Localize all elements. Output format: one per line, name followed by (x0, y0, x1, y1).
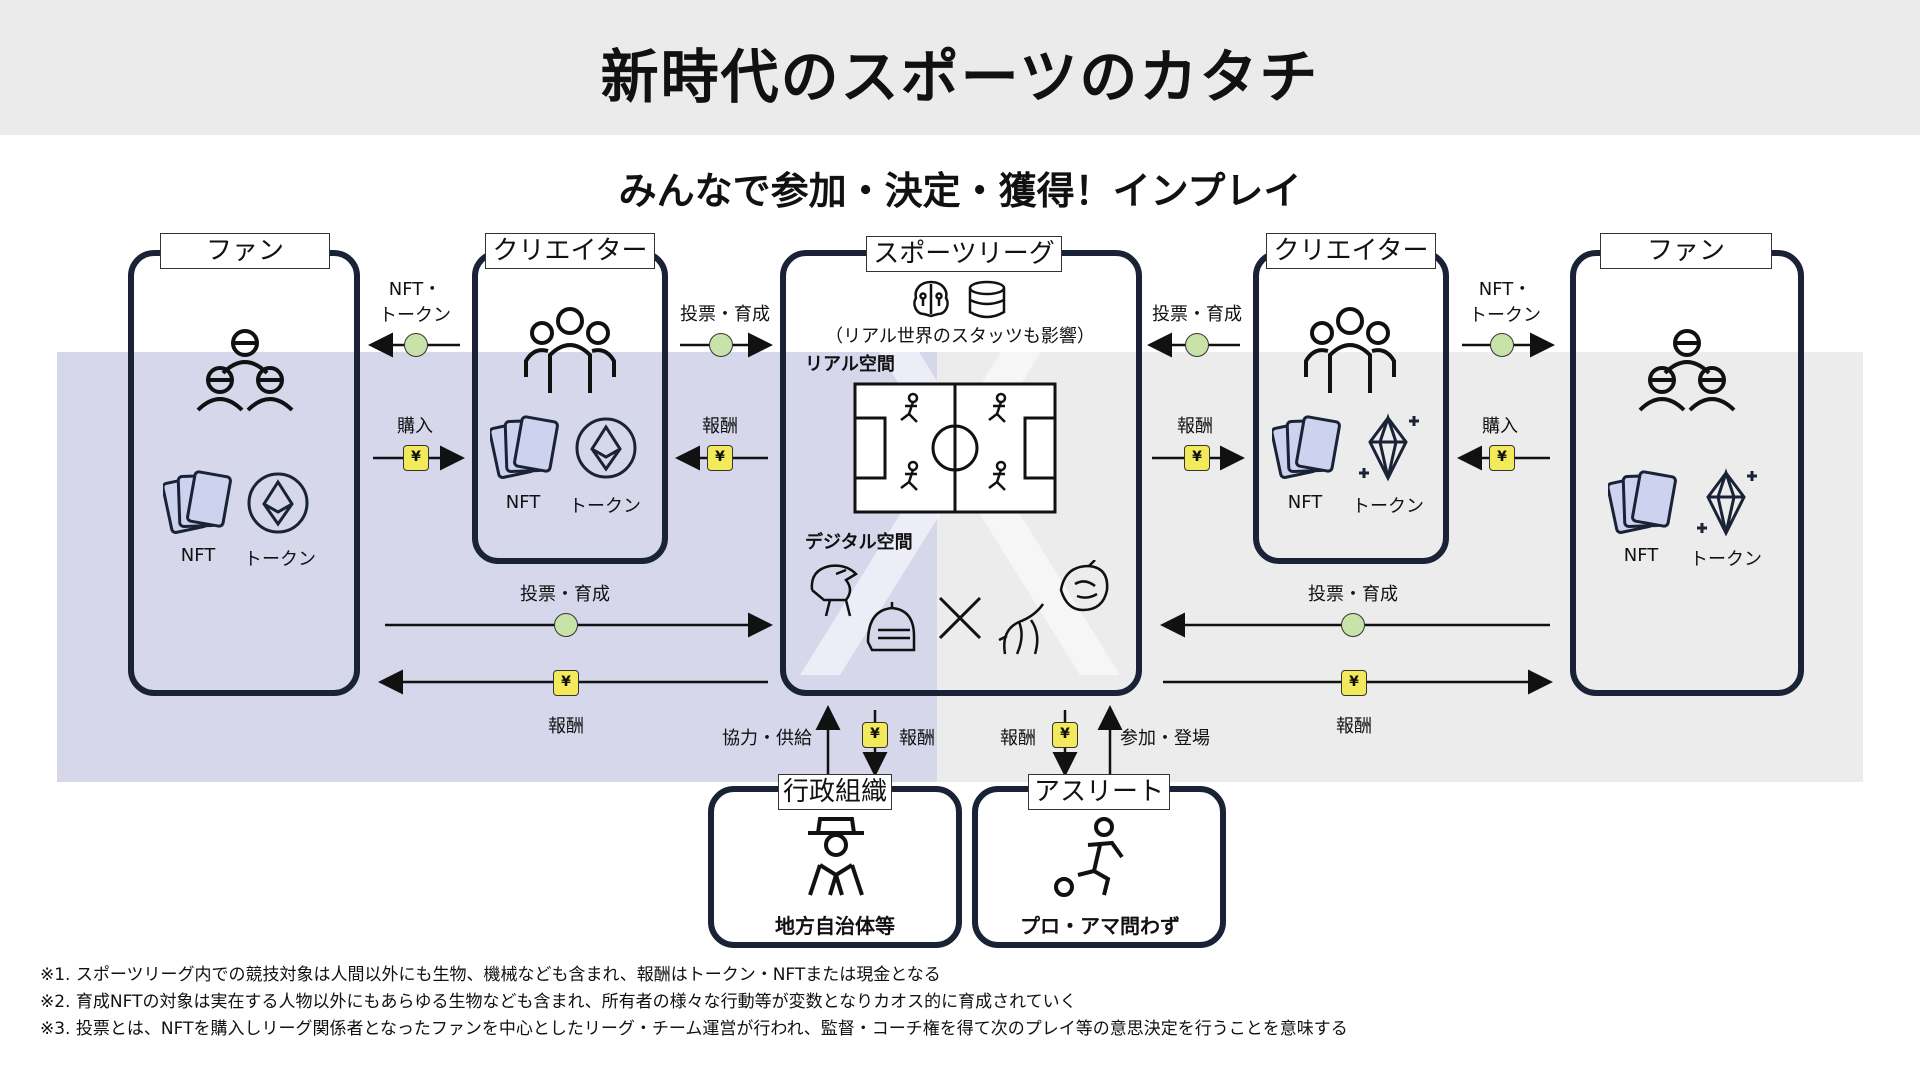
digital-space-label: デジタル空間 (805, 532, 913, 553)
league-label: スポーツリーグ (866, 236, 1062, 272)
vote-train-label: 投票・育成 (680, 304, 770, 325)
crystal-token-icon (1697, 468, 1757, 537)
reward-label: 報酬 (1336, 716, 1372, 737)
purchase-label: 購入 (1482, 416, 1518, 437)
nft-caption: NFT (505, 492, 541, 513)
vote-coin (1490, 333, 1514, 357)
griffin-icon (810, 564, 859, 617)
gov-caption: 地方自治体等 (775, 914, 895, 938)
nft-caption: NFT (1287, 492, 1323, 513)
left-band (57, 352, 937, 782)
vote-coin (1185, 333, 1209, 357)
yen-coin: ¥ (707, 445, 733, 471)
creators-group-icon (524, 307, 616, 393)
flow-label-line: トークン (379, 305, 451, 326)
vote-coin (1341, 613, 1365, 637)
purchase-label: 購入 (397, 416, 433, 437)
token-caption: トークン (244, 549, 316, 570)
vote-train-label: 投票・育成 (1152, 304, 1242, 325)
yen-coin: ¥ (1184, 445, 1210, 471)
database-icon (968, 280, 1006, 319)
cooperate-label: 協力・供給 (722, 728, 812, 749)
nft-token-flow-label: NFT・ トークン (365, 275, 465, 327)
nft-token-flow-label: NFT・ トークン (1453, 275, 1557, 327)
yen-coin: ¥ (1341, 670, 1367, 696)
fan-label-left: ファン (160, 233, 330, 269)
athlete-label: アスリート (1028, 774, 1170, 810)
soccer-player-icon (1054, 817, 1124, 897)
footnote-1: ※1. スポーツリーグ内での競技対象は人間以外にも生物、機械なども含まれ、報酬は… (40, 965, 941, 985)
vote-coin (709, 333, 733, 357)
vote-train-label: 投票・育成 (520, 584, 610, 605)
reward-label: 報酬 (548, 716, 584, 737)
yen-coin: ¥ (862, 722, 888, 748)
versus-cross-icon (938, 596, 982, 640)
nft-cards-icon (490, 415, 559, 479)
page-subtitle: みんなで参加・決定・獲得！インプレイ (618, 169, 1302, 213)
fan-label-right: ファン (1600, 233, 1772, 269)
yen-coin: ¥ (1052, 722, 1078, 748)
reward-label: 報酬 (1177, 416, 1213, 437)
reward-label: 報酬 (702, 416, 738, 437)
footnote-3: ※3. 投票とは、NFTを購入しリーグ関係者となったファンを中心としたリーグ・チ… (40, 1019, 1348, 1039)
token-caption: トークン (569, 496, 641, 517)
flow-label-line: NFT・ (1478, 279, 1532, 300)
nft-cards-icon (1272, 415, 1341, 479)
page-title: 新時代のスポーツのカタチ (600, 43, 1320, 111)
nft-caption: NFT (180, 545, 216, 566)
nft-cards-icon (1608, 470, 1677, 534)
footnote-2: ※2. 育成NFTの対象は実在する人物以外にもあらゆる生物なども含まれ、所有者の… (40, 992, 1077, 1012)
real-space-label: リアル空間 (805, 354, 895, 375)
creator-label-left: クリエイター (485, 233, 655, 269)
nft-cards-icon (163, 470, 232, 534)
brain-circuit-icon (913, 280, 949, 318)
reward-label: 報酬 (1000, 728, 1036, 749)
athlete-caption: プロ・アマ問わず (1020, 914, 1180, 938)
fans-group-icon (1638, 329, 1736, 412)
participate-label: 参加・登場 (1120, 728, 1210, 749)
token-coin-icon (575, 417, 637, 479)
stats-note: （リアル世界のスタッツも影響） (825, 326, 1095, 347)
token-caption: トークン (1352, 496, 1424, 517)
flow-label-line: トークン (1469, 305, 1541, 326)
gov-label: 行政組織 (778, 774, 892, 810)
yen-coin: ¥ (1489, 445, 1515, 471)
soccer-field-icon (853, 382, 1057, 514)
vote-coin (404, 333, 428, 357)
header-bar (0, 0, 1920, 135)
reward-label: 報酬 (899, 728, 935, 749)
vote-train-label: 投票・育成 (1308, 584, 1398, 605)
yen-coin: ¥ (403, 445, 429, 471)
fans-group-icon (196, 329, 294, 412)
dragon-icon (1059, 560, 1109, 612)
creators-group-icon (1304, 307, 1396, 393)
vote-coin (554, 613, 578, 637)
crystal-token-icon (1359, 413, 1419, 482)
flow-label-line: NFT・ (388, 279, 442, 300)
yen-coin: ¥ (553, 670, 579, 696)
nft-caption: NFT (1623, 545, 1659, 566)
token-caption: トークン (1690, 549, 1762, 570)
official-person-icon (808, 817, 864, 896)
token-coin-icon (247, 472, 309, 534)
creator-label-right: クリエイター (1266, 233, 1436, 269)
kraken-icon (998, 603, 1045, 655)
robot-helmet-icon (866, 602, 916, 652)
